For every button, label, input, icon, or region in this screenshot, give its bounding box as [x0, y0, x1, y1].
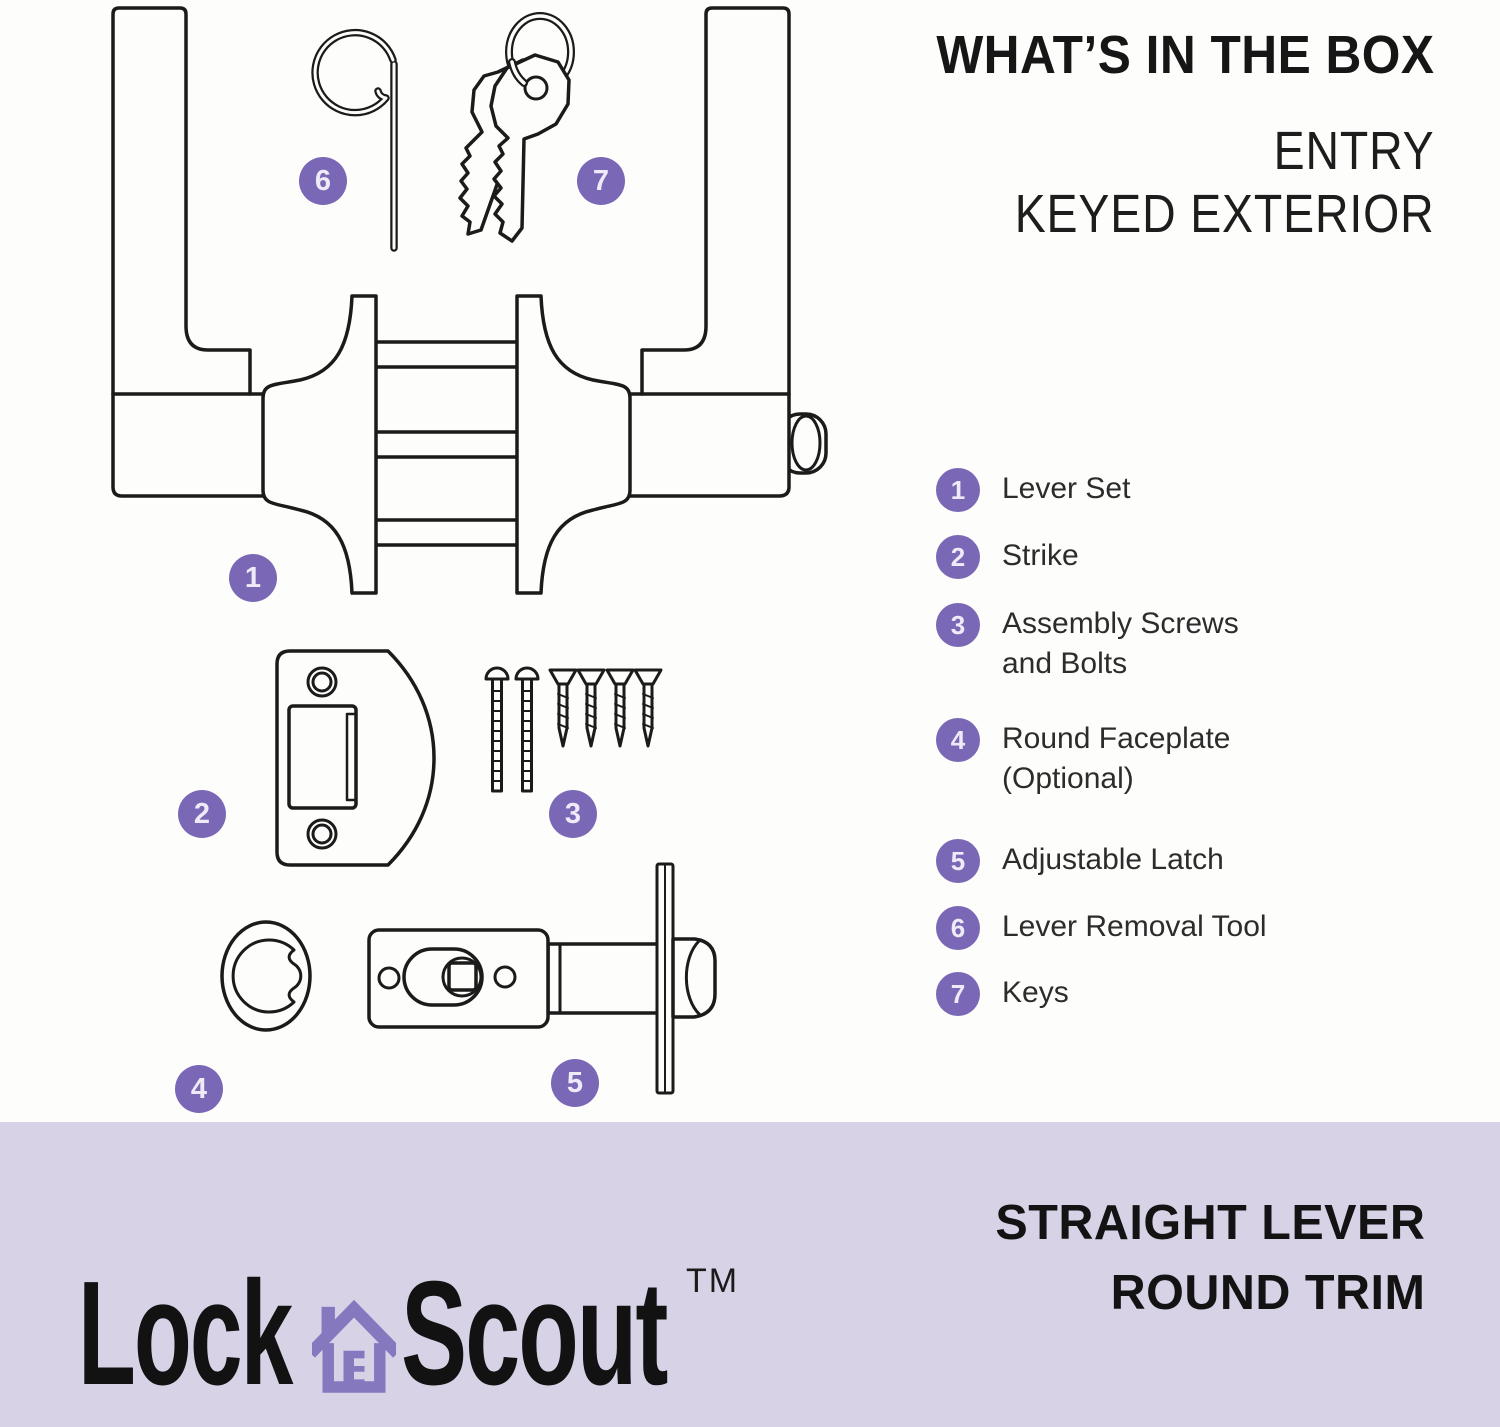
- lever-set-icon: [111, 6, 828, 595]
- legend-badge: 2: [936, 535, 980, 579]
- legend-item-strike: 2 Strike: [936, 535, 1406, 579]
- legend-label: Round Faceplate: [1002, 722, 1231, 755]
- legend-number: 5: [950, 845, 966, 876]
- legend-item-round-faceplate: 4 Round Faceplate (Optional): [936, 718, 1406, 799]
- callout-number: 7: [592, 164, 610, 197]
- product-title-line-1: STRAIGHT LEVER: [994, 1196, 1425, 1250]
- legend-label: Assembly Screws: [1002, 607, 1239, 640]
- callout-number: 5: [566, 1066, 584, 1099]
- legend-item-adjustable-latch: 5 Adjustable Latch: [936, 839, 1406, 883]
- callout-badge-7: 7: [577, 157, 625, 205]
- legend-badge: 7: [936, 972, 980, 1016]
- callout-badge-3: 3: [549, 790, 597, 838]
- legend-item-lever-set: 1 Lever Set: [936, 468, 1406, 512]
- legend-number: 7: [950, 978, 966, 1009]
- keys-icon: [458, 12, 575, 243]
- trademark-symbol: TM: [686, 1262, 740, 1300]
- legend-item-assembly-screws: 3 Assembly Screws and Bolts: [936, 603, 1406, 684]
- strike-icon: [275, 649, 436, 867]
- brand-name-lock: Lock: [78, 1251, 293, 1416]
- legend-number: 4: [950, 724, 966, 755]
- subtitle-line-2: KEYED EXTERIOR: [1014, 184, 1434, 244]
- assembly-screws-icon: [484, 666, 663, 793]
- page-subtitle: ENTRY KEYED EXTERIOR: [968, 120, 1434, 246]
- callout-badge-5: 5: [551, 1059, 599, 1107]
- legend-label: Adjustable Latch: [1002, 843, 1224, 876]
- legend-number: 6: [950, 912, 966, 943]
- callout-number: 6: [314, 164, 332, 197]
- round-faceplate-icon: [220, 920, 312, 1032]
- legend-number: 3: [950, 609, 966, 640]
- legend-badge: 1: [936, 468, 980, 512]
- legend-badge: 3: [936, 603, 980, 647]
- legend-label: Strike: [1002, 539, 1079, 572]
- house-icon: [312, 1299, 396, 1393]
- subtitle-line-1: ENTRY: [1273, 121, 1434, 181]
- parts-line-art: [111, 6, 828, 1095]
- callout-badge-1: 1: [229, 554, 277, 602]
- callout-number: 2: [193, 797, 211, 830]
- header: WHAT’S IN THE BOX ENTRY KEYED EXTERIOR: [893, 24, 1435, 246]
- parts-legend: 1 Lever Set 2 Strike 3 Assembly Screws a…: [936, 468, 1406, 1016]
- callout-number: 4: [190, 1072, 208, 1105]
- callout-number: 1: [244, 561, 262, 594]
- legend-label: Lever Set: [1002, 472, 1131, 505]
- callout-number: 3: [564, 797, 582, 830]
- legend-label-line2: (Optional): [1002, 762, 1134, 795]
- legend-badge: 4: [936, 718, 980, 762]
- callout-badge-2: 2: [178, 790, 226, 838]
- legend-item-lever-removal-tool: 6 Lever Removal Tool: [936, 906, 1406, 950]
- adjustable-latch-icon: [367, 862, 717, 1095]
- product-title: STRAIGHT LEVER ROUND TRIM: [995, 1188, 1425, 1328]
- lever-removal-tool-icon: [311, 28, 398, 252]
- callout-badge-4: 4: [175, 1065, 223, 1113]
- legend-label: Lever Removal Tool: [1002, 910, 1267, 943]
- callout-badge-6: 6: [299, 157, 347, 205]
- page-title: WHAT’S IN THE BOX: [935, 25, 1434, 85]
- legend-badge: 6: [936, 906, 980, 950]
- legend-item-keys: 7 Keys: [936, 972, 1406, 1016]
- legend-number: 1: [950, 474, 966, 505]
- brand-band: Lock Scout TM STRAIGHT LEVER ROUND TRIM: [0, 1122, 1500, 1427]
- legend-label-line2: and Bolts: [1002, 647, 1128, 680]
- legend-label: Keys: [1002, 976, 1069, 1009]
- legend-badge: 5: [936, 839, 980, 883]
- legend-number: 2: [950, 541, 966, 572]
- product-title-line-2: ROUND TRIM: [1110, 1266, 1425, 1320]
- brand-name-scout: Scout: [401, 1251, 668, 1416]
